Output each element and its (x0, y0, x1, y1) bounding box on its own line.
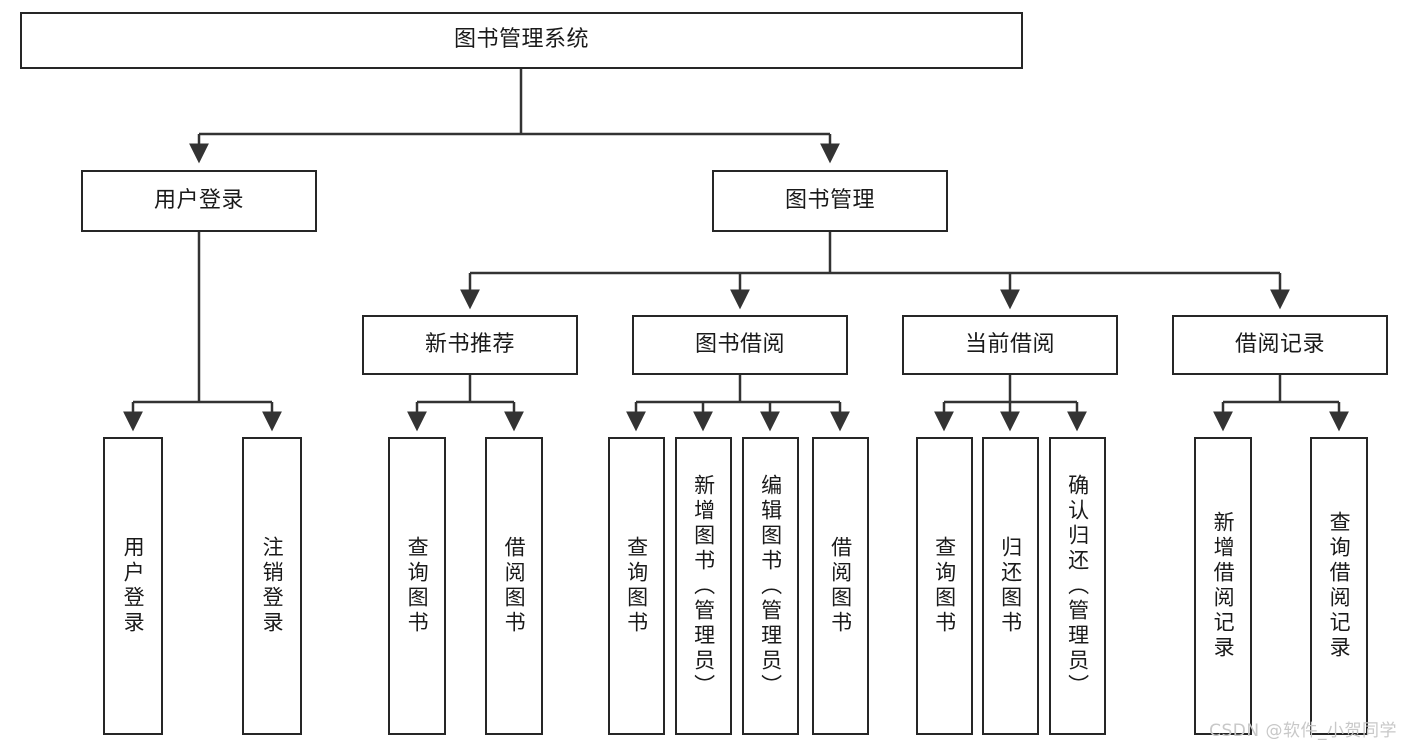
node-borrow-record[interactable]: 借阅记录 (1172, 315, 1388, 375)
node-leaf-add-book[interactable]: 新增图书（管理员） (675, 437, 732, 735)
node-new-book-recommend-label: 新书推荐 (424, 331, 515, 357)
node-leaf-borrow-book-1-label: 借阅图书 (502, 536, 527, 636)
node-leaf-query-book-2[interactable]: 查询图书 (608, 437, 665, 735)
node-leaf-query-borrow-record-label: 查询借阅记录 (1327, 511, 1352, 661)
node-user-login-label: 用户登录 (153, 187, 244, 213)
node-leaf-add-book-label: 新增图书（管理员） (691, 473, 716, 699)
node-leaf-add-borrow-record[interactable]: 新增借阅记录 (1194, 437, 1252, 735)
node-current-borrow[interactable]: 当前借阅 (902, 315, 1118, 375)
node-book-borrow-label: 图书借阅 (694, 331, 785, 357)
node-book-management[interactable]: 图书管理 (712, 170, 948, 232)
node-leaf-user-logout-label: 注销登录 (260, 536, 285, 636)
node-leaf-return-book[interactable]: 归还图书 (982, 437, 1039, 735)
node-root-label: 图书管理系统 (453, 27, 589, 53)
node-new-book-recommend[interactable]: 新书推荐 (362, 315, 578, 375)
node-leaf-borrow-book-2[interactable]: 借阅图书 (812, 437, 869, 735)
node-leaf-query-book-3[interactable]: 查询图书 (916, 437, 973, 735)
node-user-login[interactable]: 用户登录 (81, 170, 317, 232)
node-leaf-query-book-3-label: 查询图书 (932, 536, 957, 636)
node-leaf-query-book-1[interactable]: 查询图书 (388, 437, 446, 735)
node-book-management-label: 图书管理 (784, 187, 875, 213)
node-leaf-query-book-1-label: 查询图书 (405, 536, 430, 636)
node-leaf-confirm-return[interactable]: 确认归还（管理员） (1049, 437, 1106, 735)
node-leaf-borrow-book-1[interactable]: 借阅图书 (485, 437, 543, 735)
watermark: CSDN @软件_小贺同学 (1209, 721, 1397, 741)
node-leaf-borrow-book-2-label: 借阅图书 (828, 536, 853, 636)
node-leaf-return-book-label: 归还图书 (998, 536, 1023, 636)
node-leaf-edit-book[interactable]: 编辑图书（管理员） (742, 437, 799, 735)
node-leaf-user-login[interactable]: 用户登录 (103, 437, 163, 735)
node-leaf-query-book-2-label: 查询图书 (624, 536, 649, 636)
node-leaf-query-borrow-record[interactable]: 查询借阅记录 (1310, 437, 1368, 735)
node-leaf-add-borrow-record-label: 新增借阅记录 (1211, 511, 1236, 661)
node-borrow-record-label: 借阅记录 (1234, 331, 1325, 357)
node-book-borrow[interactable]: 图书借阅 (632, 315, 848, 375)
node-leaf-edit-book-label: 编辑图书（管理员） (758, 473, 783, 699)
node-leaf-user-login-label: 用户登录 (121, 536, 146, 636)
node-leaf-user-logout[interactable]: 注销登录 (242, 437, 302, 735)
node-root[interactable]: 图书管理系统 (20, 12, 1023, 69)
node-current-borrow-label: 当前借阅 (964, 331, 1055, 357)
node-leaf-confirm-return-label: 确认归还（管理员） (1065, 473, 1090, 699)
